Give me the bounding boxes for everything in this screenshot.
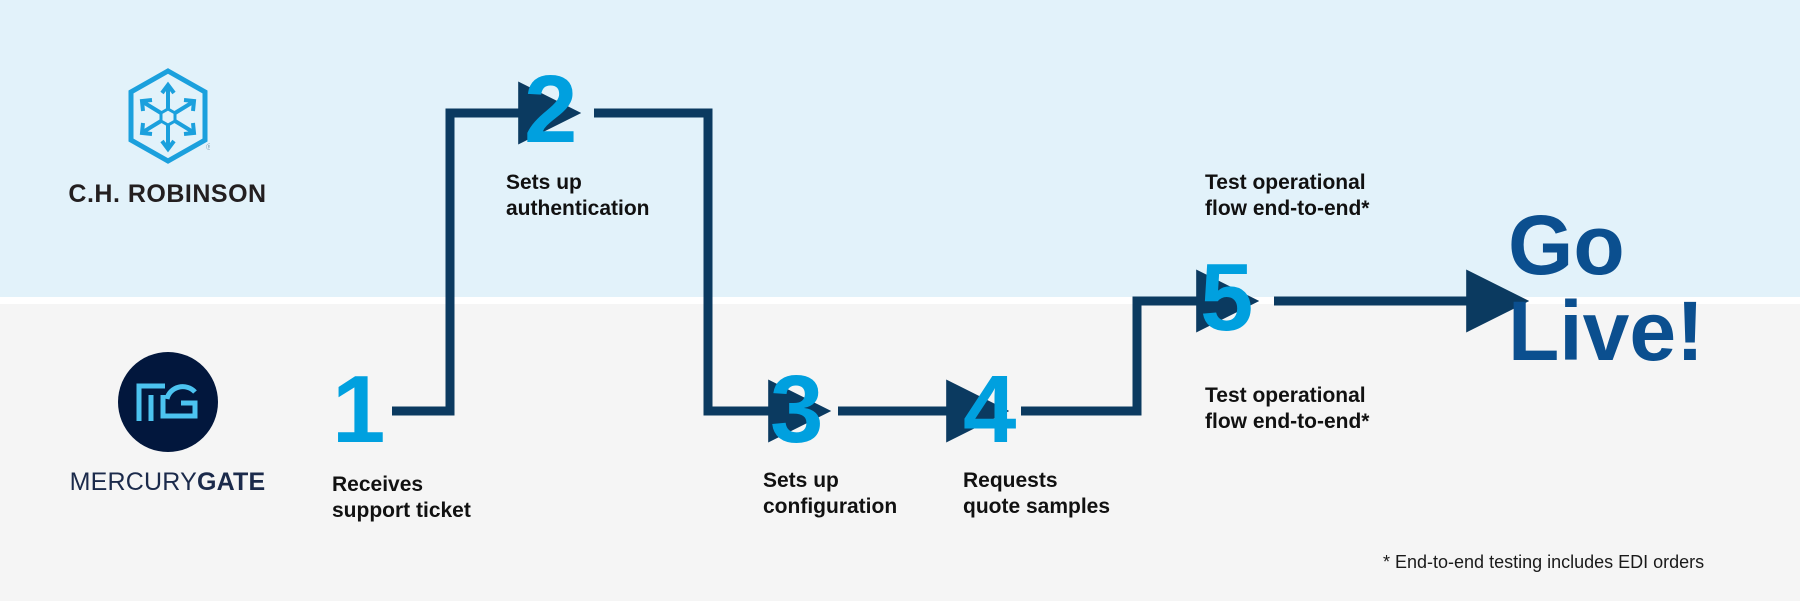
go-live-label: Go Live!	[1508, 198, 1705, 378]
connector-step1-to-step2	[392, 81, 582, 416]
mercurygate-wordmark-bold: GATE	[196, 468, 266, 496]
step-2-number: 2	[524, 56, 578, 163]
lane-divider	[0, 297, 1800, 304]
mercurygate-badge	[117, 352, 218, 452]
logo-chrobinson: ® C.H. ROBINSON	[55, 68, 280, 209]
hexagon-arrows-icon: ®	[128, 68, 210, 164]
lane-band-mercurygate	[0, 304, 1800, 601]
connector-step2-to-step3	[594, 108, 832, 443]
step-2-caption: Sets up authentication	[506, 171, 650, 221]
svg-text:®: ®	[206, 142, 210, 152]
step-1-caption: Receives support ticket	[332, 473, 471, 523]
step-3-caption: Sets up configuration	[763, 469, 898, 519]
step-4-caption: Requests quote samples	[963, 469, 1111, 519]
mg-monogram-icon	[136, 383, 197, 421]
logo-mercurygate: MERCURYGATE	[55, 352, 280, 497]
mercurygate-wordmark-light: MERCURY	[69, 468, 197, 496]
lane-band-chrobinson	[0, 0, 1800, 297]
connector-step4-to-step5	[1021, 269, 1260, 416]
footnote: * End-to-end testing includes EDI orders	[1383, 552, 1705, 572]
mercurygate-wordmark: MERCURYGATE	[55, 468, 280, 497]
step-5-number: 5	[1200, 244, 1254, 351]
chrobinson-wordmark: C.H. ROBINSON	[68, 180, 267, 208]
step-5-caption-top: Test operational flow end-to-end*	[1205, 171, 1370, 221]
step-4-number: 4	[963, 356, 1017, 463]
step-1-number: 1	[332, 356, 386, 463]
step-3-number: 3	[770, 356, 824, 463]
step-5-caption-bottom: Test operational flow end-to-end*	[1205, 384, 1370, 434]
